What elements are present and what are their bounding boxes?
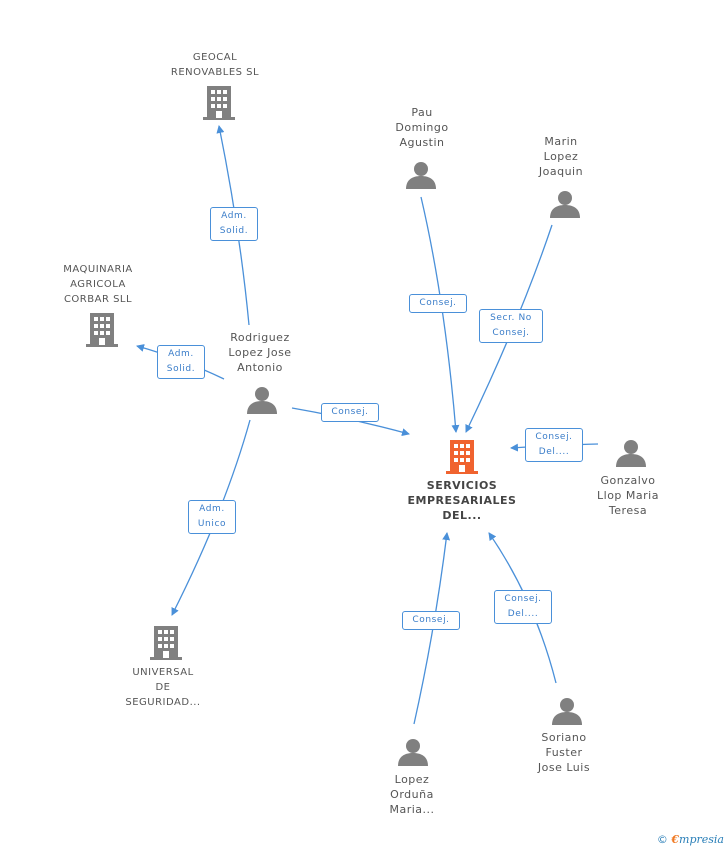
- empresia-logo: © €mpresia: [656, 833, 724, 846]
- person-icon[interactable]: [552, 697, 582, 725]
- person-icon[interactable]: [550, 190, 580, 218]
- building-icon[interactable]: [150, 626, 182, 660]
- person-icon[interactable]: [616, 439, 646, 467]
- node-soriano-label[interactable]: Soriano Fuster Jose Luis: [537, 731, 591, 774]
- edge-label-rodriguez-universal: Adm. Unico: [188, 500, 236, 534]
- edge-label-gonzalvo-servicios: Consej. Del....: [525, 428, 583, 462]
- edge-label-pau-servicios: Consej.: [409, 294, 467, 313]
- building-icon[interactable]: [203, 86, 235, 120]
- edge-label-rodriguez-servicios: Consej.: [321, 403, 379, 422]
- edge-label-rodriguez-geocal: Adm. Solid.: [210, 207, 258, 241]
- node-maquinaria-label[interactable]: MAQUINARIA AGRICOLA CORBAR SLL: [63, 264, 133, 305]
- edge-pau-servicios: [420, 196, 460, 433]
- node-pau-label[interactable]: Pau Domingo Agustin: [395, 106, 449, 149]
- edge-label-marin-servicios: Secr. No Consej.: [479, 309, 543, 343]
- node-rodriguez-label[interactable]: Rodriguez Lopez Jose Antonio: [228, 331, 292, 374]
- center-building-icon[interactable]: [446, 440, 478, 474]
- node-servicios-label[interactable]: SERVICIOS EMPRESARIALES DEL...: [407, 479, 517, 522]
- node-universal-label[interactable]: UNIVERSAL DE SEGURIDAD...: [125, 667, 201, 708]
- person-icon[interactable]: [406, 161, 436, 189]
- person-icon[interactable]: [247, 386, 277, 414]
- edge-label-rodriguez-maquinaria: Adm. Solid.: [157, 345, 205, 379]
- edge-label-lopez-servicios: Consej.: [402, 611, 460, 630]
- person-icon[interactable]: [398, 738, 428, 766]
- building-icon[interactable]: [86, 313, 118, 347]
- node-geocal-label[interactable]: GEOCAL RENOVABLES SL: [170, 52, 260, 78]
- node-lopez-label[interactable]: Lopez Orduña Maria...: [389, 773, 435, 816]
- node-gonzalvo-label[interactable]: Gonzalvo Llop Maria Teresa: [597, 474, 659, 517]
- node-marin-label[interactable]: Marin Lopez Joaquin: [538, 135, 584, 178]
- edge-label-soriano-servicios: Consej. Del....: [494, 590, 552, 624]
